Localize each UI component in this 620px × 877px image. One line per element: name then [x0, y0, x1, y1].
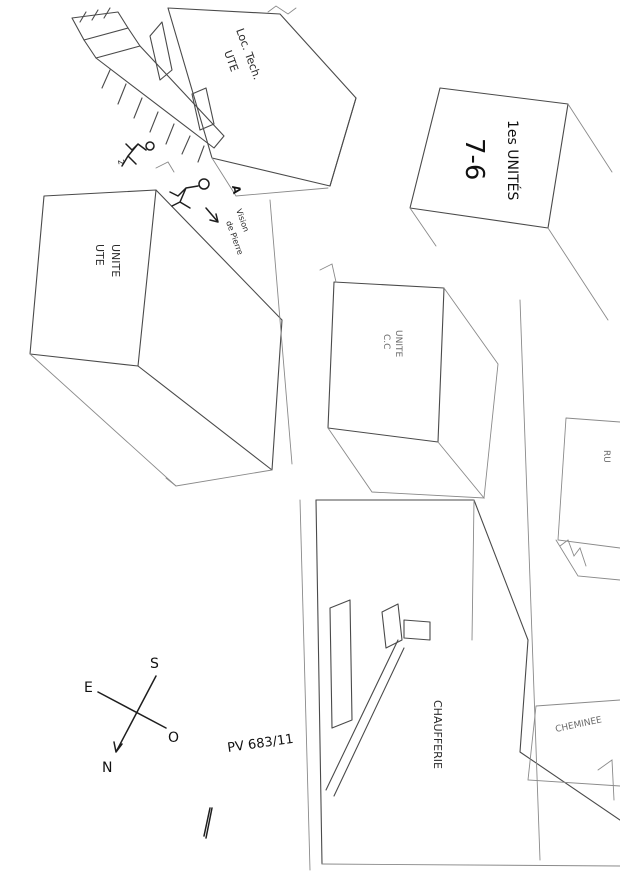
- right-unit-label: RU: [601, 450, 611, 463]
- cheminee-structure: CHEMINEE: [527, 699, 620, 801]
- unites-label: 1es UNITÉS: [504, 120, 521, 201]
- compass-east: E: [84, 680, 93, 696]
- compass-north: N: [102, 760, 112, 776]
- unite-ute-label-line1: UNITE: [109, 244, 122, 277]
- unites-numbers: 7-6: [459, 138, 489, 180]
- pv-annotation: PV 683/11: [203, 732, 295, 839]
- center-unit-label-line2: C.C: [381, 334, 391, 349]
- compass-rose: S O N E: [84, 656, 179, 776]
- observer-marker: A: [229, 184, 243, 195]
- loc-tech-building: Loc. Tech. UTE: [167, 5, 357, 197]
- ground-lines: [269, 199, 541, 871]
- unites-7-6-building: 1es UNITÉS 7-6: [409, 87, 613, 321]
- right-unit-building: RU: [555, 417, 620, 581]
- loc-tech-label-line2: UTE: [221, 49, 241, 74]
- compass-south: S: [150, 656, 159, 672]
- stair-structure: [71, 7, 225, 163]
- figure-2-marker: 2: [116, 159, 126, 166]
- chaufferie-building: CHAUFFERIE: [315, 499, 620, 867]
- loc-tech-label-line1: Loc. Tech.: [233, 27, 264, 82]
- unite-ute-building: UNITE UTE: [29, 189, 283, 487]
- figure-2: 2: [116, 141, 175, 173]
- center-unit-label-line1: UNITE: [393, 330, 403, 357]
- center-unit-building: UNITE C.C: [319, 263, 499, 499]
- unite-ute-label-line2: UTE: [93, 244, 106, 266]
- compass-west: O: [168, 730, 179, 746]
- pv-reference: PV 683/11: [226, 732, 294, 756]
- chaufferie-label: CHAUFFERIE: [431, 700, 444, 769]
- cheminee-label: CHEMINEE: [555, 715, 604, 735]
